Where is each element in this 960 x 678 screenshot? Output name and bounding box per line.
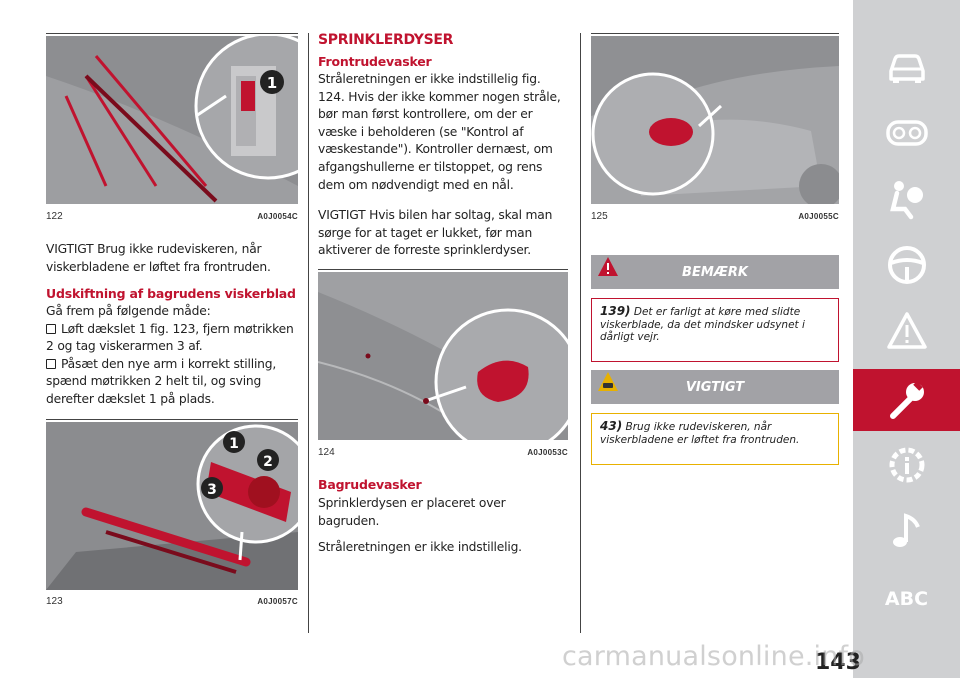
sidebar-item-safety[interactable] xyxy=(853,168,960,230)
warning-triangle-icon xyxy=(598,257,618,276)
music-note-icon xyxy=(892,513,920,547)
step-text: Påsæt den nye arm i korrekt stilling, sp… xyxy=(46,356,277,406)
svg-text:2: 2 xyxy=(263,454,273,470)
figure-124-caption: 124 A0J0053C xyxy=(318,445,568,459)
car-warning-triangle-icon xyxy=(598,372,618,391)
rear-washer-text-1: Sprinklerdysen er placeret over bagruden… xyxy=(318,496,506,528)
figure-125-caption: 125 A0J0055C xyxy=(591,209,839,223)
svg-text:3: 3 xyxy=(207,482,217,498)
procedure-intro: Gå frem på følgende måde: xyxy=(46,304,211,318)
important-box-body: 43) Brug ikke rudeviskeren, når viskerbl… xyxy=(591,413,839,465)
sidebar-item-multimedia[interactable] xyxy=(853,500,960,562)
figure-rule xyxy=(46,419,298,420)
figure-123-caption: 123 A0J0057C xyxy=(46,594,298,608)
note-box-header: BEMÆRK xyxy=(591,255,839,289)
note-box-title: BEMÆRK xyxy=(682,264,748,280)
warning-triangle-icon xyxy=(886,312,927,349)
sidebar-item-index[interactable]: ABC xyxy=(853,568,960,630)
wrench-icon xyxy=(889,381,924,419)
note-text: Det er farligt at køre med slidte visker… xyxy=(600,306,805,344)
figure-number: 124 xyxy=(318,446,335,458)
figure-number: 123 xyxy=(46,595,63,607)
rear-blade-heading: Udskiftning af bagrudens viskerblad xyxy=(46,286,296,301)
figure-rule xyxy=(46,33,298,34)
figure-code: A0J0055C xyxy=(798,211,839,221)
figure-124-image xyxy=(318,272,568,440)
column-divider xyxy=(308,33,309,633)
rear-washer-text-2: Stråleretningen er ikke indstillelig. xyxy=(318,540,522,554)
figure-rule xyxy=(591,33,839,34)
important-box-header: VIGTIGT xyxy=(591,370,839,404)
figure-125-image xyxy=(591,36,839,204)
seat-airbag-icon xyxy=(889,181,923,220)
steering-wheel-icon xyxy=(887,246,926,284)
checkbox-bullet-icon xyxy=(46,323,56,334)
figure-number: 122 xyxy=(46,210,63,222)
sidebar-item-warnings[interactable] xyxy=(853,300,960,362)
important-number: 43) xyxy=(600,419,623,433)
sidebar-item-specs[interactable] xyxy=(853,434,960,496)
watermark: carmanualsonline.info xyxy=(562,641,865,672)
wiper-warning-text: VIGTIGT Brug ikke rudeviskeren, når visk… xyxy=(46,242,271,274)
figure-rule xyxy=(318,269,568,270)
sunroof-warning-text: VIGTIGT Hvis bilen har soltag, skal man … xyxy=(318,208,553,258)
sidebar-item-driving[interactable] xyxy=(853,234,960,296)
important-text: Brug ikke rudeviskeren, når viskerbladen… xyxy=(600,421,800,446)
column-divider xyxy=(580,33,581,633)
figure-code: A0J0057C xyxy=(257,596,298,606)
important-box-title: VIGTIGT xyxy=(685,379,745,395)
svg-text:1: 1 xyxy=(267,74,277,92)
figure-code: A0J0054C xyxy=(257,211,298,221)
procedure-step-2: Påsæt den nye arm i korrekt stilling, sp… xyxy=(46,356,298,409)
figure-number: 125 xyxy=(591,210,608,222)
front-washer-text: Stråleretningen er ikke indstillelig fig… xyxy=(318,72,561,192)
figure-123-image: 1 2 3 xyxy=(46,422,298,590)
abc-icon: ABC xyxy=(884,588,929,610)
chapter-sidebar: ABC xyxy=(853,0,960,678)
section-title: SPRINKLERDYSER xyxy=(318,32,454,48)
procedure-step-1: Løft dækslet 1 fig. 123, fjern møtrikken… xyxy=(46,321,298,356)
settings-info-icon xyxy=(889,447,924,483)
figure-122-image: 1 xyxy=(46,36,298,204)
figure-code: A0J0053C xyxy=(527,447,568,457)
sidebar-item-dashboard[interactable] xyxy=(853,102,960,164)
checkbox-bullet-icon xyxy=(46,358,56,369)
dashboard-icon xyxy=(885,120,928,146)
step-text: Løft dækslet 1 fig. 123, fjern møtrikken… xyxy=(46,321,294,354)
svg-text:1: 1 xyxy=(229,436,239,452)
procedure-text: Gå frem på følgende måde: Løft dækslet 1… xyxy=(46,303,298,409)
figure-122-caption: 122 A0J0054C xyxy=(46,209,298,223)
note-box-body: 139) Det er farligt at køre med slidte v… xyxy=(591,298,839,362)
rear-washer-heading: Bagrudevasker xyxy=(318,477,422,492)
page-number: 143 xyxy=(815,650,861,675)
note-number: 139) xyxy=(600,304,631,318)
sidebar-item-car[interactable] xyxy=(853,36,960,98)
car-icon xyxy=(888,54,925,83)
sidebar-item-maintenance[interactable] xyxy=(853,369,960,431)
front-washer-heading: Frontrudevasker xyxy=(318,54,432,69)
